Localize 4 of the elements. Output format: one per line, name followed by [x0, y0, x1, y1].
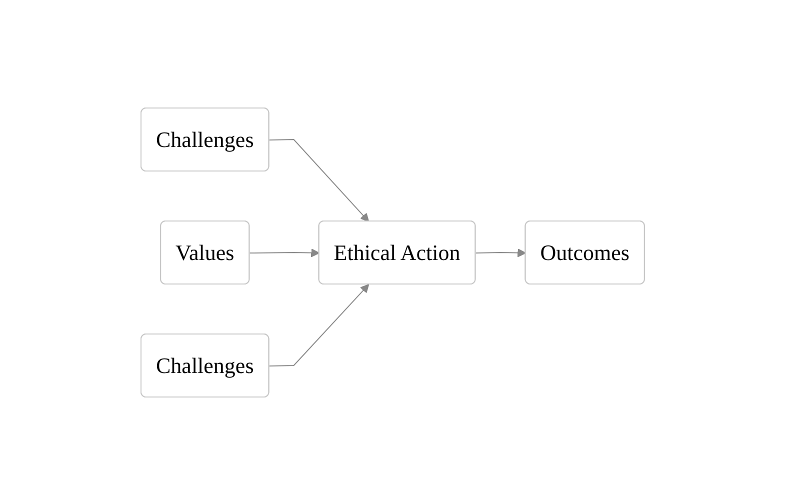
- arrow: [250, 248, 320, 257]
- arrow: [269, 138, 370, 222]
- arrow: [269, 284, 370, 366]
- arrow: [476, 248, 526, 257]
